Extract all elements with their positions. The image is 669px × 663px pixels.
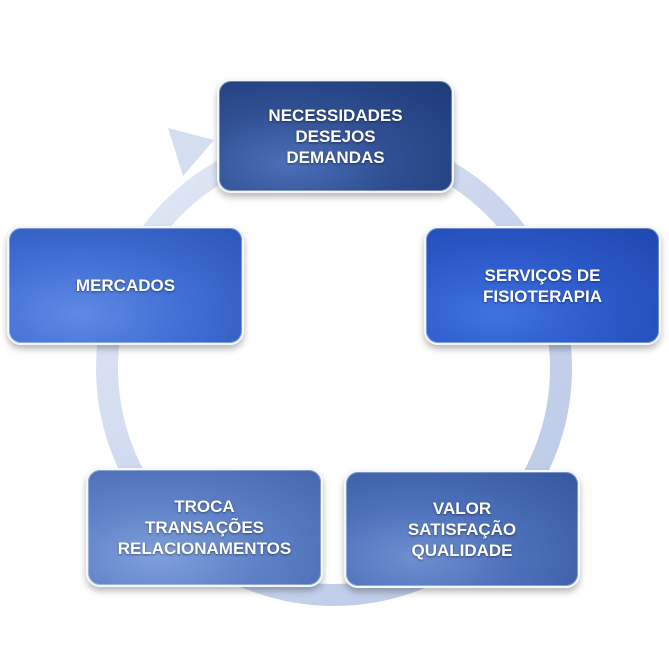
- node-exchange-line-3: RELACIONAMENTOS: [117, 539, 292, 558]
- node-exchange-line-1: TROCA: [174, 497, 235, 516]
- node-exchange-line-2: TRANSAÇÕES: [144, 518, 264, 537]
- node-needs-line-1: NECESSIDADES: [268, 105, 403, 125]
- node-value-satisfaction-quality: VALOR SATISFAÇÃO QUALIDADE: [344, 470, 580, 588]
- node-services-line-2: FISIOTERAPIA: [482, 286, 602, 306]
- node-value-line-2: SATISFAÇÃO: [407, 519, 517, 539]
- node-needs-line-2: DESEJOS: [295, 126, 376, 146]
- node-value-line-1: VALOR: [432, 498, 492, 518]
- node-markets: MERCADOS: [7, 226, 244, 345]
- node-services-line-1: SERVIÇOS DE: [484, 265, 601, 285]
- node-value-line-3: QUALIDADE: [411, 540, 513, 560]
- node-physiotherapy-services: SERVIÇOS DE FISIOTERAPIA: [424, 226, 661, 345]
- cycle-arrow-head-icon: [168, 128, 214, 176]
- node-exchange-transactions-relationships: TROCA TRANSAÇÕES RELACIONAMENTOS: [86, 468, 323, 587]
- node-markets-line-1: MERCADOS: [75, 276, 176, 295]
- node-needs-desires-demands: NECESSIDADES DESEJOS DEMANDAS: [217, 79, 454, 193]
- node-needs-line-3: DEMANDAS: [286, 147, 385, 167]
